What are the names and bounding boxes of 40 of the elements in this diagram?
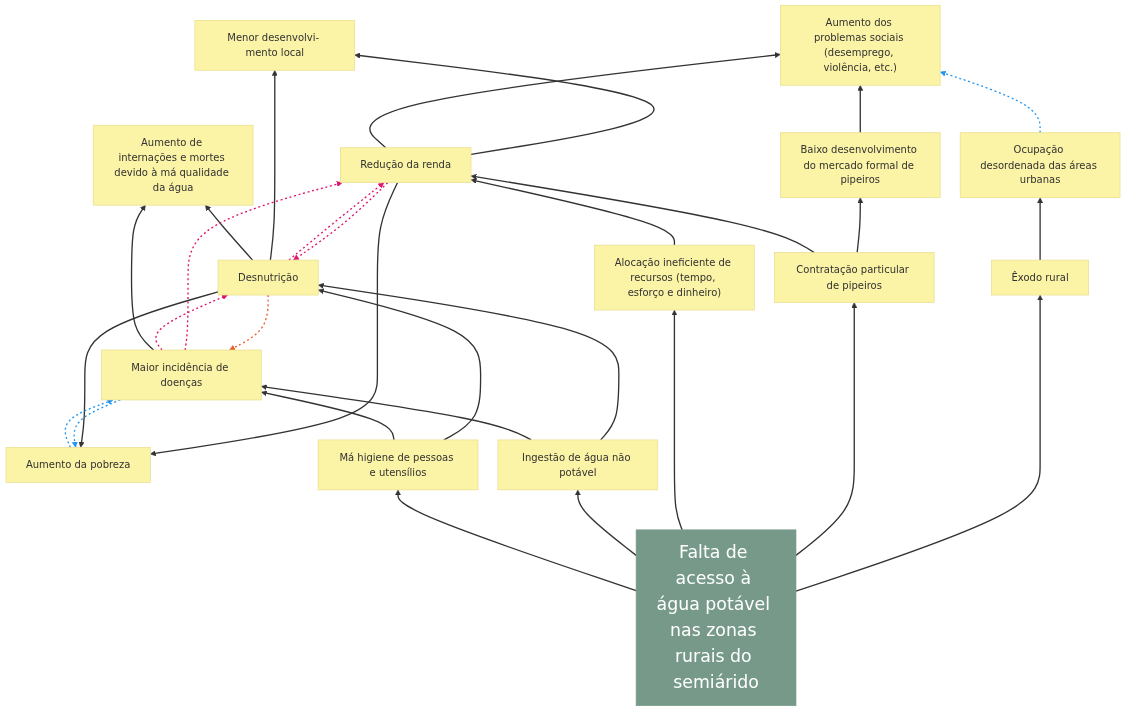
arrow xyxy=(269,70,278,261)
arrow xyxy=(155,294,228,351)
arrow xyxy=(395,489,637,592)
arrow xyxy=(470,173,815,254)
arrow xyxy=(317,282,620,441)
arrow xyxy=(671,309,683,531)
arrow xyxy=(795,294,1044,592)
arrow xyxy=(64,399,114,449)
node-box: Êxodo rural xyxy=(991,259,1089,296)
arrow xyxy=(369,52,781,149)
node-box: Ocupação desordenada das áreas urbanas xyxy=(959,132,1121,198)
arrow xyxy=(261,384,532,441)
node-box: Aumento de internações e mortes devido à má qualidade da água xyxy=(92,124,254,206)
node-box: Aumento dos problemas sociais (desemprego, violência, etc.) xyxy=(780,5,941,86)
node-box: Má higiene de pessoas e utensílios xyxy=(317,439,479,491)
node-box: Desnutrição xyxy=(217,259,319,296)
node-box: Menor desenvolvi- mento local xyxy=(194,19,356,71)
arrow xyxy=(795,302,858,556)
node-box: Maior incidência de doenças xyxy=(101,349,262,401)
node-box: Contratação particular de pipeiros xyxy=(774,252,935,303)
arrow xyxy=(150,182,399,457)
arrow xyxy=(184,181,343,351)
arrow xyxy=(354,52,655,156)
node-box: Ingestão de água não potável xyxy=(497,439,659,491)
node-box: Alocação ineficiente de recursos (tempo, esforço e dinheiro) xyxy=(594,244,755,311)
node-box: Falta de acesso à água potável nas zonas rurais do semiárido xyxy=(635,529,797,706)
node-box: Baixo desenvolvimento do mercado formal de pipeiros xyxy=(780,132,941,198)
arrow xyxy=(130,204,155,351)
arrow xyxy=(261,390,395,441)
node-box: Aumento da pobreza xyxy=(5,447,151,483)
arrow xyxy=(939,70,1041,134)
arrow xyxy=(857,85,864,134)
arrow xyxy=(205,204,254,261)
arrow xyxy=(1037,197,1044,261)
arrow xyxy=(317,288,482,441)
arrow xyxy=(574,489,637,556)
arrow xyxy=(856,197,864,254)
arrow xyxy=(78,291,219,448)
node-box: Redução da renda xyxy=(340,147,472,183)
arrow xyxy=(470,178,676,246)
